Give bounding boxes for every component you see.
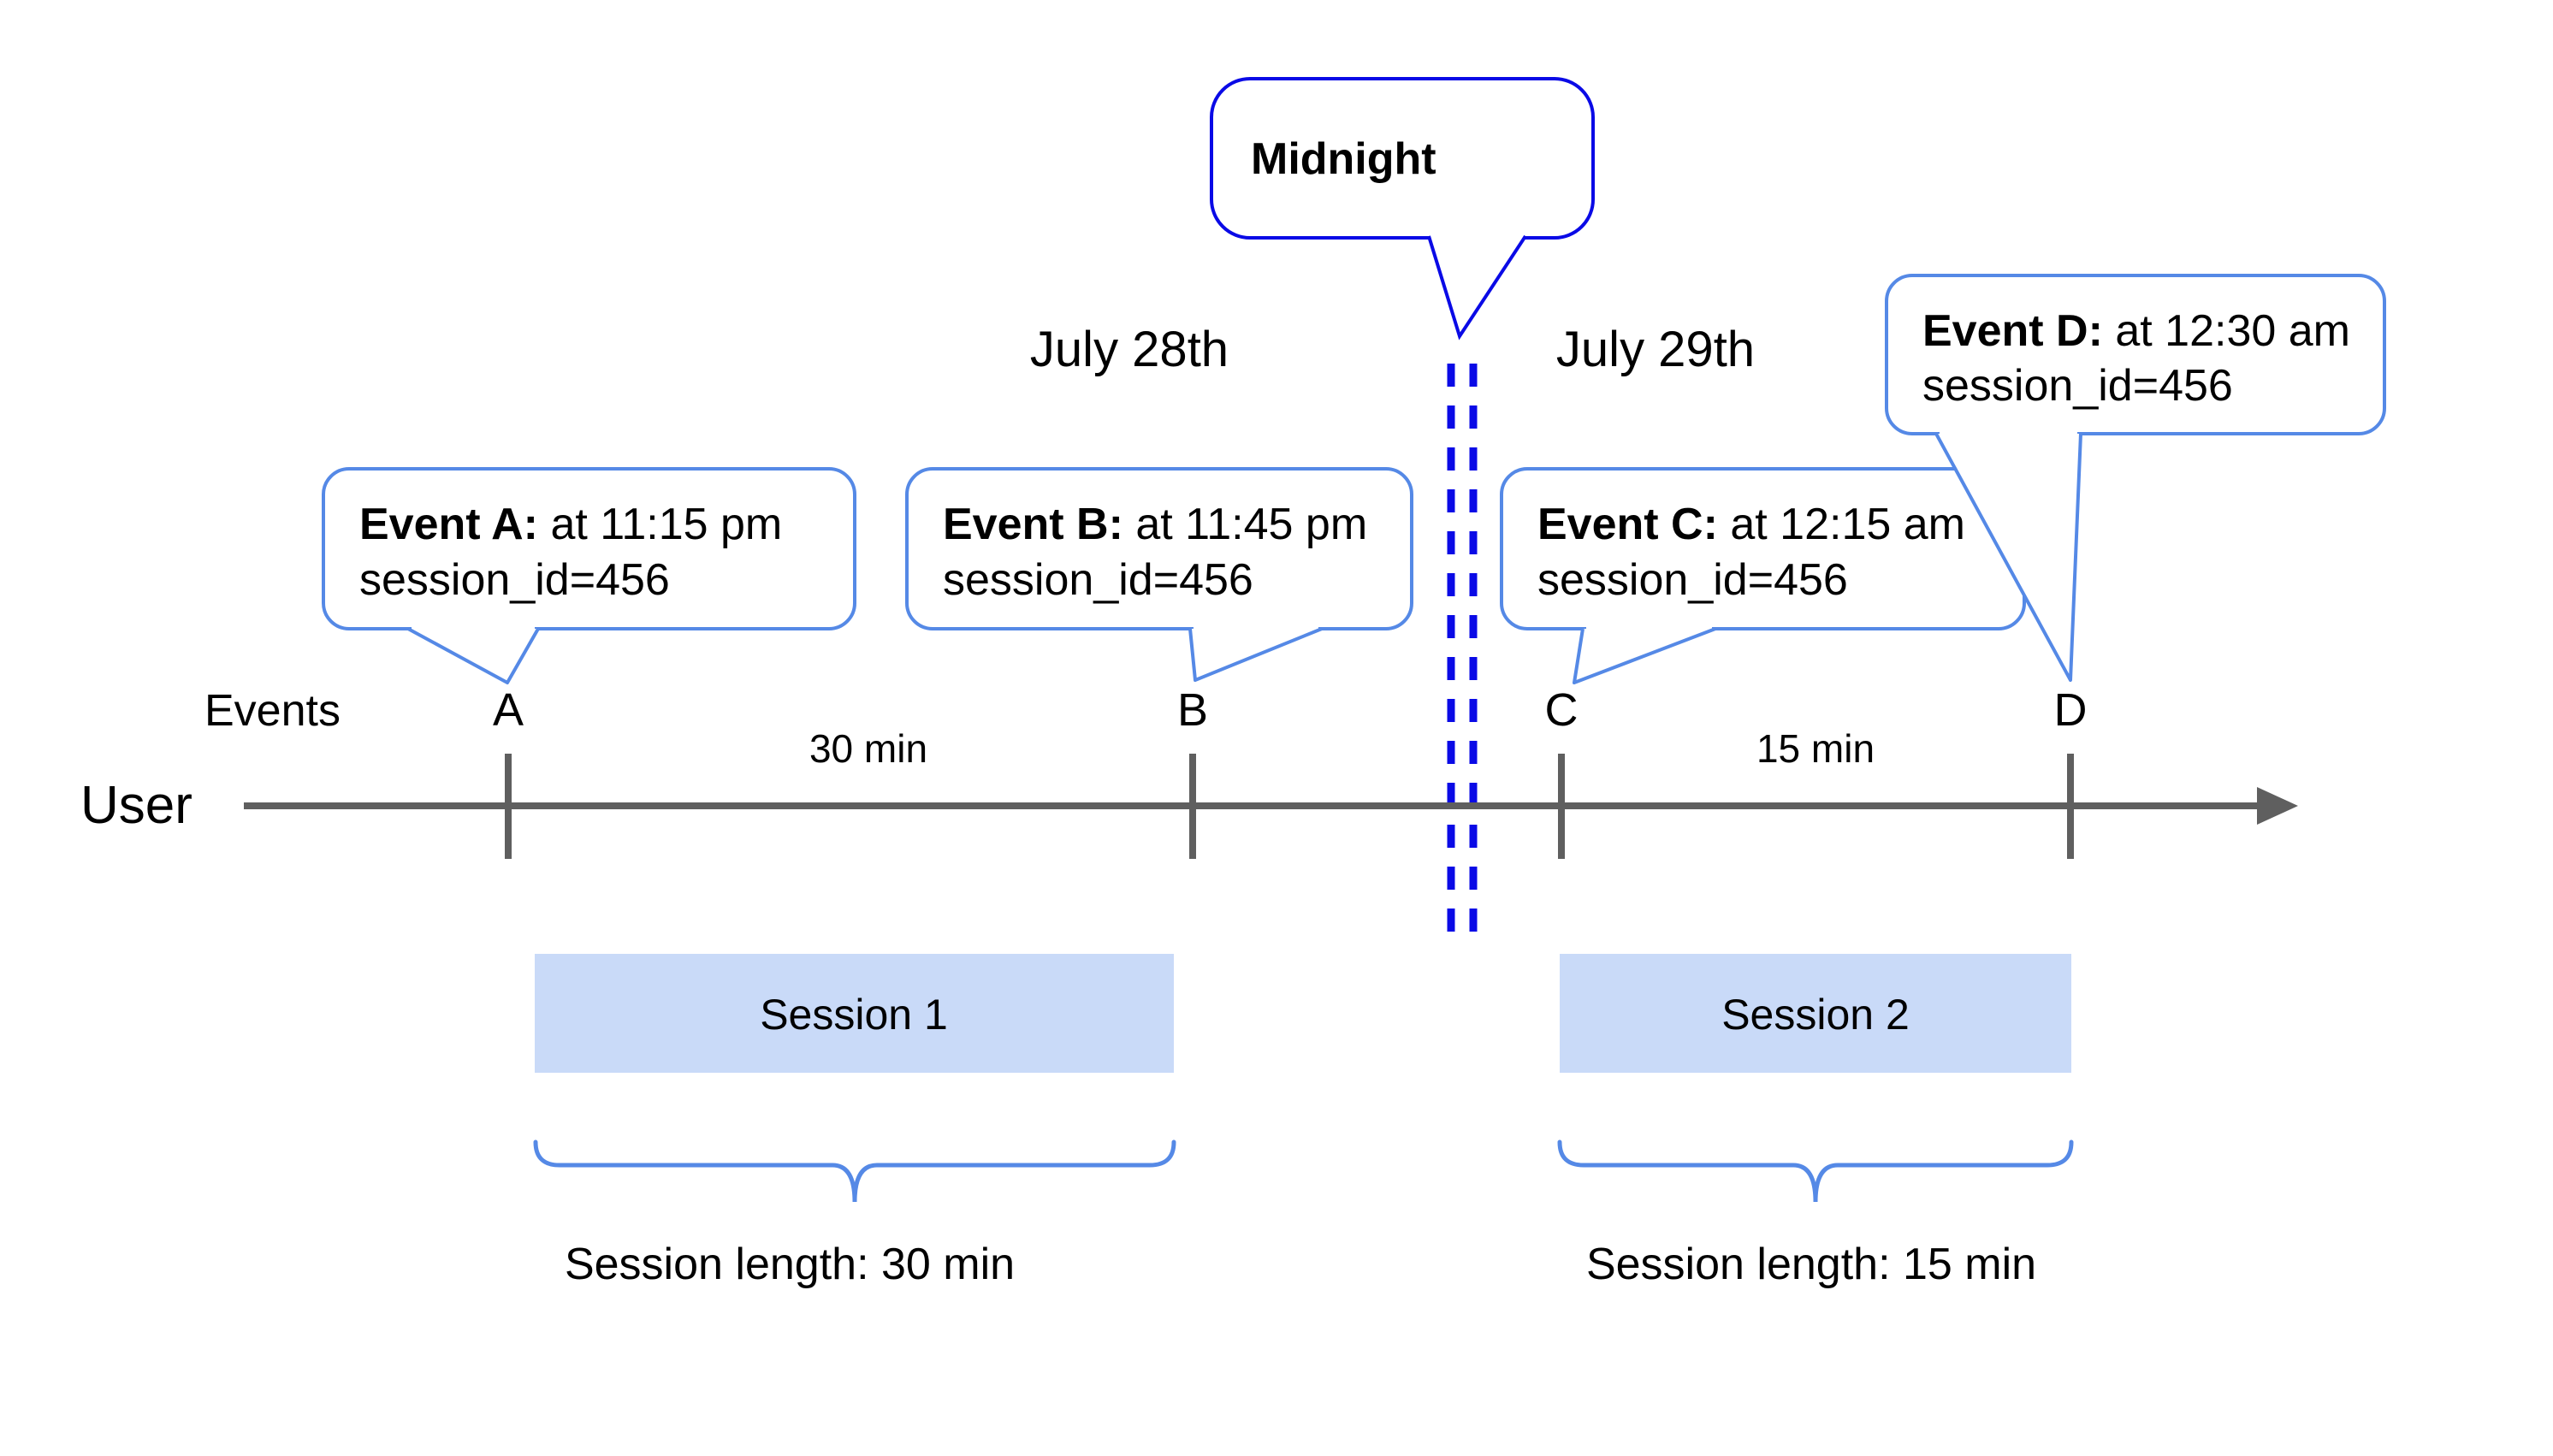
event-d-text-line1: Event D: at 12:30 am: [1922, 306, 2350, 356]
event-c-text-line1: Event C: at 12:15 am: [1537, 500, 1965, 549]
midnight-label: Midnight: [1251, 134, 1436, 184]
event-d-bubble-tail: [1934, 433, 2082, 682]
interval-label-30min: 30 min: [809, 726, 927, 771]
event-b-bubble: [905, 467, 1413, 630]
event-b-text-line1: Event B: at 11:45 pm: [943, 500, 1367, 549]
event-letter-c: C: [1545, 684, 1579, 736]
event-d-text-line2: session_id=456: [1922, 361, 2233, 411]
event-b-bubble-tail: [1188, 627, 1323, 682]
event-letter-b: B: [1177, 684, 1208, 736]
session-2-group: Session 2 Session length: 15 min: [1557, 954, 2074, 1289]
session-2-box: [1560, 954, 2071, 1073]
event-c-bubble-tail: [1573, 627, 1716, 684]
session-1-group: Session 1 Session length: 30 min: [533, 954, 1176, 1289]
event-a-time: at 11:15 pm: [538, 500, 782, 549]
event-d-title: Event D:: [1922, 306, 2103, 356]
interval-label-15min: 15 min: [1756, 726, 1875, 771]
event-d-bubble: [1885, 274, 2386, 435]
event-a-title: Event A:: [359, 500, 538, 549]
event-b-text-line2: session_id=456: [943, 555, 1253, 605]
event-a-text-line2: session_id=456: [359, 555, 670, 605]
timeline-axis: [244, 754, 2298, 859]
event-a-bubble: [322, 467, 856, 630]
session-1-brace: [533, 1139, 1176, 1203]
user-row-label: User: [80, 776, 193, 835]
session-1-length-label: Session length: 30 min: [565, 1240, 1015, 1289]
event-d-callout: Event D: at 12:30 am session_id=456: [1885, 274, 2386, 682]
timeline-arrowhead-icon: [2257, 787, 2298, 825]
session-1-box: [535, 954, 1174, 1073]
event-c-text-line2: session_id=456: [1537, 555, 1848, 605]
event-letter-a: A: [493, 684, 524, 736]
session-2-length-label: Session length: 15 min: [1586, 1240, 2036, 1289]
midnight-bubble-tail: [1427, 234, 1527, 340]
event-letter-d: D: [2054, 684, 2088, 736]
event-a-text-line1: Event A: at 11:15 pm: [359, 500, 782, 549]
event-c-title: Event C:: [1537, 500, 1718, 549]
midnight-callout: Midnight: [1210, 77, 1595, 340]
session-2-label: Session 2: [1721, 991, 1910, 1039]
events-row-label: Events: [204, 686, 341, 736]
event-b-callout: Event B: at 11:45 pm session_id=456: [905, 467, 1413, 682]
event-d-time: at 12:30 am: [2103, 306, 2350, 356]
event-b-title: Event B:: [943, 500, 1123, 549]
event-a-callout: Event A: at 11:15 pm session_id=456: [322, 467, 856, 684]
date-label-july-29: July 29th: [1556, 322, 1755, 377]
midnight-bubble: [1210, 77, 1595, 240]
midnight-divider: [1447, 364, 1478, 937]
event-b-time: at 11:45 pm: [1123, 500, 1367, 549]
session-2-brace: [1557, 1139, 2074, 1203]
date-label-july-28: July 28th: [1030, 322, 1229, 377]
event-a-bubble-tail: [407, 627, 540, 684]
event-c-time: at 12:15 am: [1718, 500, 1965, 549]
session-1-label: Session 1: [760, 991, 948, 1039]
event-c-callout: Event C: at 12:15 am session_id=456: [1500, 467, 2026, 684]
